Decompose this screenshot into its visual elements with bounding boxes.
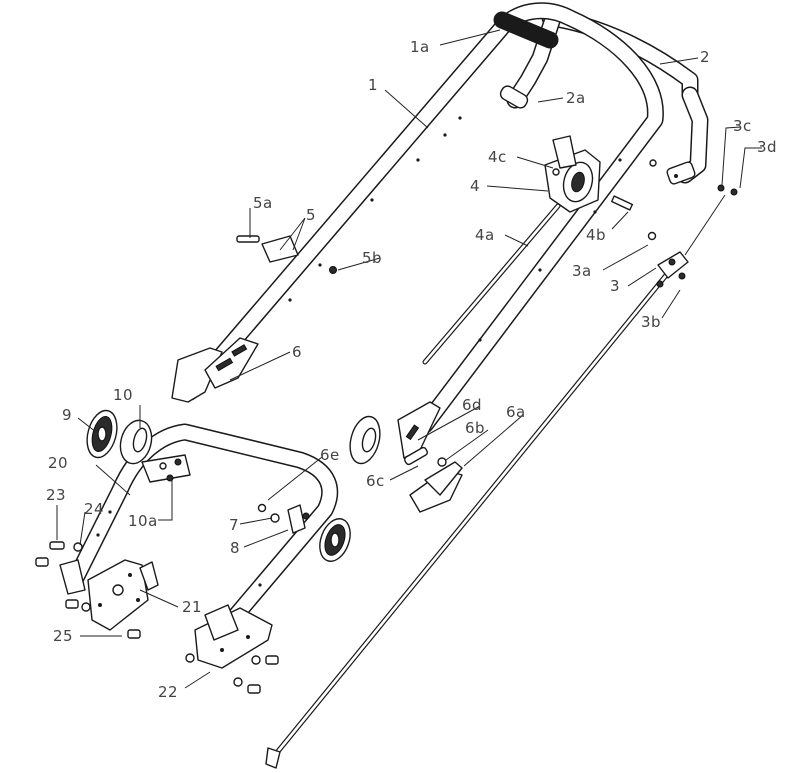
height-adjust-wheel-part — [257, 503, 351, 562]
callout-6c: 6c — [366, 472, 385, 490]
callout-5b: 5b — [362, 249, 382, 267]
callout-24: 24 — [84, 500, 104, 518]
callout-4b: 4b — [586, 226, 606, 244]
callout-5a: 5a — [253, 194, 273, 212]
left-handle-clamp-part — [171, 337, 259, 403]
callout-2: 2 — [700, 48, 710, 66]
callout-7: 7 — [229, 516, 239, 534]
callout-3d: 3d — [757, 138, 777, 156]
callout-1a: 1a — [410, 38, 430, 56]
callout-10a: 10a — [128, 512, 158, 530]
callout-5: 5 — [306, 206, 316, 224]
callout-4a: 4a — [475, 226, 495, 244]
callout-3c: 3c — [733, 117, 752, 135]
callout-22: 22 — [158, 683, 178, 701]
callout-6b: 6b — [465, 419, 485, 437]
throttle-cable-part — [265, 194, 726, 769]
leader-lines — [56, 29, 762, 689]
callout-3a: 3a — [572, 262, 592, 280]
engine-control-part — [544, 135, 634, 213]
cable-conduit-part — [422, 203, 561, 365]
callout-6d: 6d — [462, 396, 482, 414]
right-mounting-bracket-part — [194, 604, 273, 669]
callout-10: 10 — [113, 386, 133, 404]
callout-21: 21 — [182, 598, 202, 616]
callout-labels: 1a 2 1 2a 3c 3d 4c 4 5a 5 4a 4b 5b 3a 3 … — [46, 38, 777, 701]
callout-6e: 6e — [320, 446, 340, 464]
callout-8: 8 — [230, 539, 240, 557]
callout-25: 25 — [53, 627, 73, 645]
callout-3b: 3b — [641, 313, 661, 331]
callout-6: 6 — [292, 343, 302, 361]
callout-23: 23 — [46, 486, 66, 504]
lower-handle-part — [59, 423, 339, 649]
callout-9: 9 — [62, 406, 72, 424]
right-adjuster-wheel-part — [349, 415, 381, 465]
callout-4c: 4c — [488, 148, 507, 166]
loose-fasteners-part — [35, 474, 279, 694]
left-mounting-bracket-part — [87, 559, 159, 631]
callout-6a: 6a — [506, 403, 526, 421]
callout-1: 1 — [368, 76, 378, 94]
callout-2a: 2a — [566, 89, 586, 107]
cable-clamp-part — [647, 159, 738, 288]
upper-handle-part — [181, 2, 664, 434]
callout-3: 3 — [610, 277, 620, 295]
handle-knob-hardware-part — [236, 235, 337, 274]
callout-4: 4 — [470, 177, 480, 195]
right-handle-clamp-part — [397, 401, 463, 513]
callout-20: 20 — [48, 454, 68, 472]
left-adjuster-wheel-part — [86, 409, 153, 465]
